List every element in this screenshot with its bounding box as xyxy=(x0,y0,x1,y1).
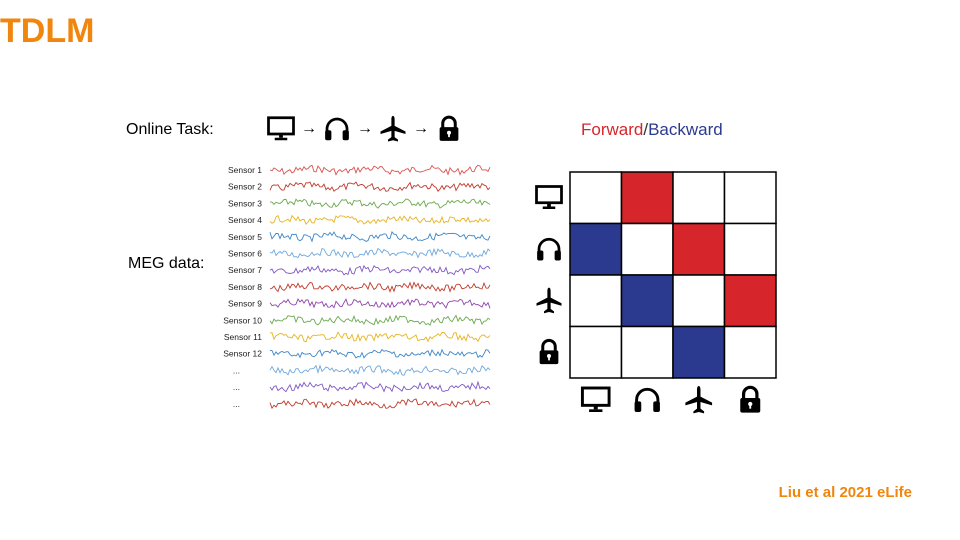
airplane-icon xyxy=(378,114,408,144)
sequence-arrow: → xyxy=(413,120,429,137)
sensor-label: ... xyxy=(233,382,240,392)
matrix-cell-backward xyxy=(672,325,726,379)
matrix-cell-empty xyxy=(569,274,623,328)
monitor-icon xyxy=(535,185,563,209)
sensor-label: Sensor 5 xyxy=(228,232,262,242)
forward-legend-text: Forward xyxy=(581,120,644,139)
monitor-icon xyxy=(266,114,296,144)
matrix-cell-empty xyxy=(672,171,726,225)
headphones-icon xyxy=(322,114,352,144)
meg-traces: Sensor 1 Sensor 2 Sensor 3 Sensor 4 Sensor 5… xyxy=(223,164,491,410)
matrix-cell-empty xyxy=(672,274,726,328)
sensor-trace xyxy=(269,398,491,410)
matrix-cell-empty xyxy=(569,325,623,379)
matrix-cell-backward xyxy=(620,274,674,328)
matrix-cell-empty xyxy=(569,171,623,225)
airplane-icon xyxy=(536,287,562,314)
headphones-icon xyxy=(634,387,660,412)
matrix-cell-forward xyxy=(620,171,674,225)
sensor-trace xyxy=(270,348,491,359)
airplane-icon xyxy=(685,386,713,414)
sensor-trace xyxy=(269,380,491,393)
citation: Liu et al 2021 eLife xyxy=(778,484,912,501)
monitor-icon xyxy=(580,386,611,412)
sensor-label: ... xyxy=(233,399,240,409)
sensor-trace xyxy=(269,281,491,293)
legend-slash: / xyxy=(643,120,649,139)
matrix-cell-empty xyxy=(620,222,674,276)
lock-icon xyxy=(539,338,559,365)
sensor-trace xyxy=(269,331,491,343)
headphones-icon xyxy=(537,237,561,261)
forward-backward-legend: Forward/Backward xyxy=(581,120,723,140)
sensor-trace xyxy=(269,264,491,276)
matrix-cell-empty xyxy=(723,171,777,225)
lock-icon xyxy=(740,385,761,413)
sensor-label: Sensor 9 xyxy=(228,299,262,309)
sensor-label: Sensor 2 xyxy=(228,182,262,192)
matrix-cell-empty xyxy=(723,325,777,379)
sensor-trace xyxy=(269,314,491,326)
sensor-label: Sensor 7 xyxy=(228,265,262,275)
sensor-label: Sensor 10 xyxy=(223,315,262,325)
transition-matrix xyxy=(535,171,777,414)
page-title: TDLM xyxy=(0,12,95,50)
sensor-trace xyxy=(269,364,491,376)
sensor-label: ... xyxy=(233,365,240,375)
sensor-trace xyxy=(269,230,491,243)
matrix-cell-forward xyxy=(672,222,726,276)
sensor-trace xyxy=(269,181,491,192)
sequence-arrow: → xyxy=(301,120,317,137)
matrix-cell-forward xyxy=(723,274,777,328)
matrix-cell-backward xyxy=(569,222,623,276)
sensor-label: Sensor 1 xyxy=(228,165,262,175)
backward-legend-text: Backward xyxy=(648,120,723,139)
sensor-label: Sensor 3 xyxy=(228,198,262,208)
sensor-label: Sensor 6 xyxy=(228,249,262,259)
sequence-arrow: → xyxy=(357,120,373,137)
sensor-trace xyxy=(269,247,491,259)
sensor-trace xyxy=(269,298,491,309)
sensor-trace xyxy=(269,198,491,209)
matrix-cell-empty xyxy=(620,325,674,379)
sensor-label: Sensor 12 xyxy=(223,349,262,359)
sensor-trace xyxy=(269,164,491,176)
sensor-trace xyxy=(269,214,491,226)
task-sequence: → → → xyxy=(266,114,464,144)
matrix-cell-empty xyxy=(723,222,777,276)
sensor-label: Sensor 4 xyxy=(228,215,262,225)
lock-icon xyxy=(434,114,464,144)
online-task-label: Online Task: xyxy=(126,121,214,138)
meg-data-label: MEG data: xyxy=(128,255,205,272)
sensor-label: Sensor 8 xyxy=(228,282,262,292)
sensor-label: Sensor 11 xyxy=(224,332,262,342)
